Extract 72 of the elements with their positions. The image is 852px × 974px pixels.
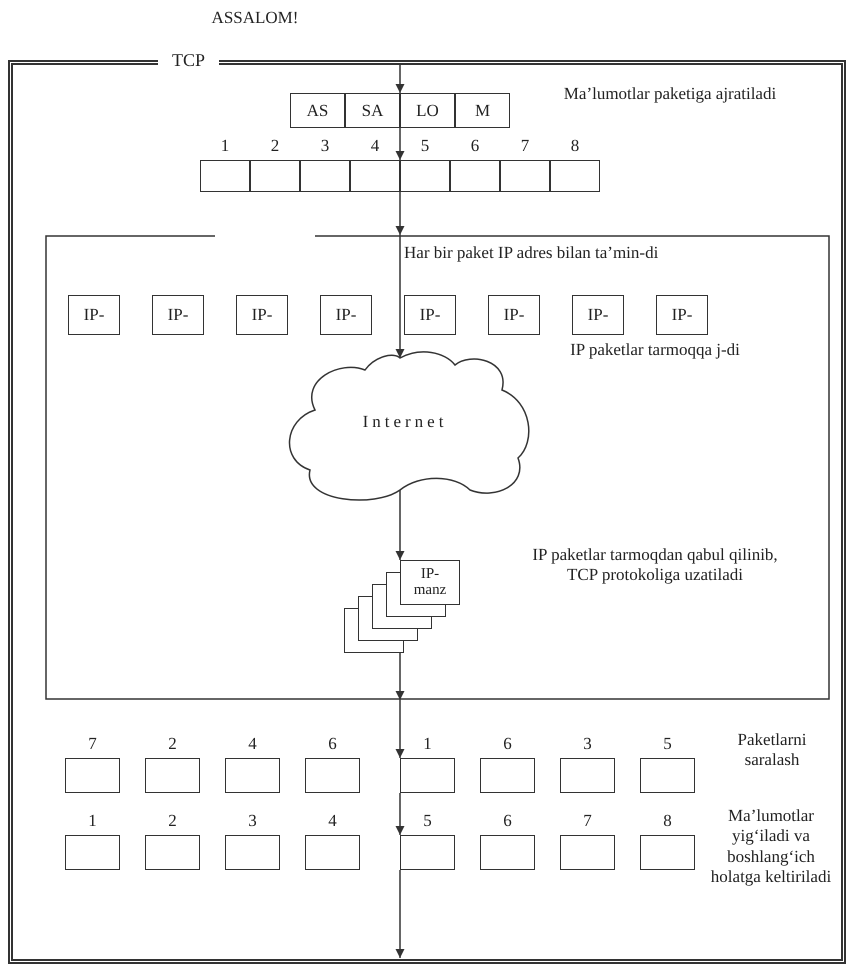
ip-packet-box: IP-	[320, 295, 372, 335]
packet-slot	[400, 160, 450, 192]
packet-number: 1	[220, 136, 230, 156]
packet-number: 6	[502, 734, 513, 754]
packet-box	[400, 835, 455, 870]
packet-number: 2	[167, 811, 178, 831]
packet-number: 6	[502, 811, 513, 831]
packet-box	[480, 758, 535, 793]
arrow	[396, 870, 404, 958]
packet-slot	[350, 160, 400, 192]
ip-packet-box: IP-	[572, 295, 624, 335]
arrow	[396, 653, 404, 700]
cloud-label: Internet	[362, 412, 448, 432]
packet-box	[640, 835, 695, 870]
packet-number: 5	[662, 734, 673, 754]
packet-number: 5	[422, 811, 433, 831]
ip-packet-box: IP-	[404, 295, 456, 335]
data-segment-box: LO	[400, 93, 455, 128]
packet-number: 8	[662, 811, 673, 831]
packet-number: 5	[420, 136, 430, 156]
packet-box	[480, 835, 535, 870]
ip-packet-box: IP-	[152, 295, 204, 335]
packet-box: IP- manz	[400, 560, 460, 605]
packet-number: 3	[582, 734, 593, 754]
packet-box	[65, 835, 120, 870]
arrow	[396, 793, 404, 835]
packet-box	[65, 758, 120, 793]
arrow	[396, 64, 404, 93]
packet-number: 3	[320, 136, 330, 156]
packet-number: 4	[327, 811, 338, 831]
packet-number: 3	[247, 811, 258, 831]
packet-number: 1	[422, 734, 433, 754]
packet-number: 7	[520, 136, 530, 156]
arrow	[396, 128, 404, 160]
packet-box	[560, 758, 615, 793]
ip-packet-box: IP-	[236, 295, 288, 335]
packet-number: 6	[470, 136, 480, 156]
packet-box	[305, 758, 360, 793]
arrow	[396, 490, 404, 560]
data-segment-box: AS	[290, 93, 345, 128]
packet-slot	[550, 160, 600, 192]
packet-slot	[450, 160, 500, 192]
packet-box	[305, 835, 360, 870]
packet-number: 4	[247, 734, 258, 754]
packet-number: 2	[270, 136, 280, 156]
packet-number: 8	[570, 136, 580, 156]
packet-box	[145, 835, 200, 870]
ip-packet-box: IP-	[68, 295, 120, 335]
packet-number: 6	[327, 734, 338, 754]
packet-box	[145, 758, 200, 793]
packet-number: 2	[167, 734, 178, 754]
ip-packet-box: IP-	[488, 295, 540, 335]
arrow	[396, 192, 404, 235]
packet-slot	[300, 160, 350, 192]
packet-slot	[200, 160, 250, 192]
packet-stack	[345, 560, 460, 653]
packet-number: 1	[87, 811, 98, 831]
packet-box	[225, 835, 280, 870]
arrow	[396, 700, 404, 758]
arrow	[396, 235, 404, 358]
packet-number: 4	[370, 136, 380, 156]
data-segment-box: SA	[345, 93, 400, 128]
packet-box	[560, 835, 615, 870]
packet-box	[225, 758, 280, 793]
packet-box	[640, 758, 695, 793]
packet-box	[400, 758, 455, 793]
packet-slot	[500, 160, 550, 192]
data-segment-box: M	[455, 93, 510, 128]
packet-number: 7	[582, 811, 593, 831]
packet-slot	[250, 160, 300, 192]
ip-packet-box: IP-	[656, 295, 708, 335]
packet-number: 7	[87, 734, 98, 754]
